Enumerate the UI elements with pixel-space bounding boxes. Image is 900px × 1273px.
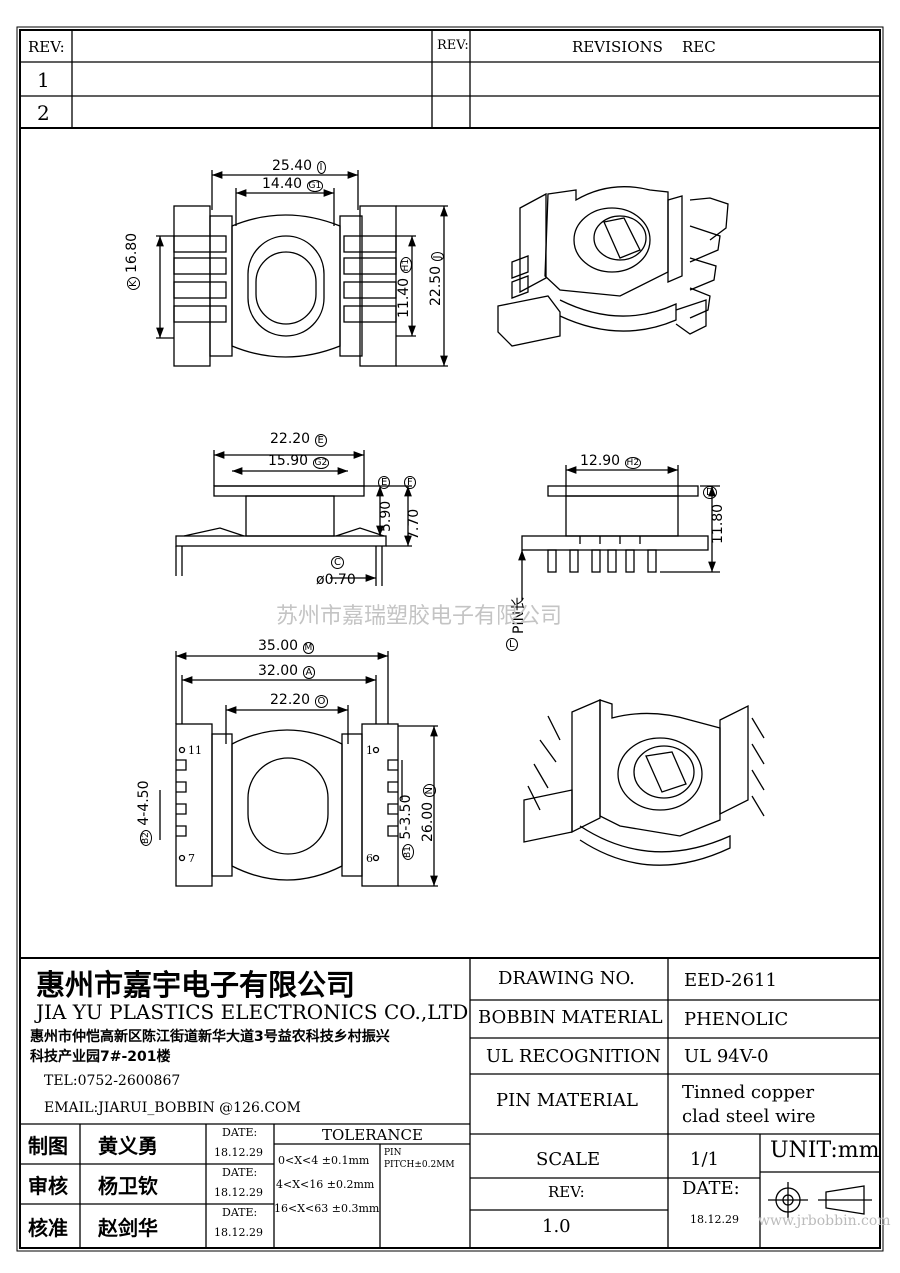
ul-recognition-value: UL 94V-0 bbox=[684, 1046, 769, 1067]
date-label-block: DATE: bbox=[682, 1178, 740, 1199]
drawing-no-value: EED-2611 bbox=[684, 970, 777, 991]
marker-d: D bbox=[703, 486, 717, 499]
marker: J bbox=[431, 252, 444, 262]
dim-end-width: 12.90 H2 bbox=[580, 453, 642, 469]
marker-f: F bbox=[404, 476, 416, 489]
dim-side-core: 15.90 G2 bbox=[268, 453, 330, 469]
name-approved: 赵剑华 bbox=[98, 1216, 158, 1240]
marker-c: C bbox=[331, 556, 344, 569]
marker: B1 bbox=[402, 844, 414, 860]
pin-material-line2: clad steel wire bbox=[682, 1106, 816, 1127]
dim-bottom-pin-span: 32.00 A bbox=[258, 663, 316, 679]
rev-label-block: REV: bbox=[548, 1183, 585, 1201]
rev-label-2: REV: bbox=[437, 38, 469, 53]
pin-material-label: PIN MATERIAL bbox=[496, 1090, 638, 1111]
tolerance-row-2: 4<X<16 ±0.2mm bbox=[276, 1178, 375, 1191]
role-drawn: 制图 bbox=[28, 1134, 68, 1158]
marker: B2 bbox=[140, 830, 152, 846]
dim-bottom-right-slots: B1 5-3.50 bbox=[398, 794, 414, 860]
marker: I bbox=[316, 161, 326, 174]
marker: H2 bbox=[624, 457, 642, 469]
bottom-view bbox=[159, 651, 438, 887]
pin-number-7: 7 bbox=[188, 852, 195, 865]
pin-number-11: 11 bbox=[188, 744, 202, 757]
pin-material-line1: Tinned copper bbox=[682, 1082, 815, 1103]
dim-side-width: 22.20 E bbox=[270, 431, 327, 447]
dim-bottom-left-slots: B2 4-4.50 bbox=[136, 780, 152, 846]
pin-pitch-line1: PIN bbox=[384, 1148, 402, 1158]
dim-end-height: 11.80 bbox=[710, 503, 726, 544]
company-address-line2: 科技产业园7#-201楼 bbox=[30, 1049, 171, 1065]
pin-number-1: 1 bbox=[366, 744, 373, 757]
name-drawn: 黄义勇 bbox=[98, 1134, 158, 1158]
end-view bbox=[518, 465, 720, 600]
company-address-line1: 惠州市仲恺高新区陈江街道新华大道3号益农科技乡村振兴 bbox=[30, 1029, 390, 1045]
role-approved: 核准 bbox=[28, 1216, 68, 1240]
revisions-header: REVISIONS bbox=[572, 38, 663, 56]
date-value-block: 18.12.29 bbox=[690, 1213, 739, 1226]
company-name-cn: 惠州市嘉宇电子有限公司 bbox=[36, 968, 356, 1002]
isometric-view-bottom bbox=[523, 699, 765, 866]
scale-label: SCALE bbox=[536, 1149, 601, 1170]
rev-label: REV: bbox=[28, 38, 65, 56]
date-label-approved: DATE: bbox=[222, 1206, 258, 1219]
company-tel: TEL:0752-2600867 bbox=[44, 1073, 181, 1089]
tolerance-header: TOLERANCE bbox=[322, 1126, 423, 1144]
drawing-no-label: DRAWING NO. bbox=[498, 968, 635, 989]
pin-number-6: 6 bbox=[366, 852, 373, 865]
marker: G2 bbox=[312, 457, 330, 469]
unit-label: UNIT:mm bbox=[770, 1138, 880, 1163]
marker: M bbox=[302, 642, 315, 654]
dim-bottom-body: 22.20 O bbox=[270, 692, 329, 708]
marker: K bbox=[127, 277, 140, 290]
dim-top-width: 25.40 I bbox=[272, 158, 326, 174]
rec-header: REC bbox=[682, 38, 716, 56]
date-approved: 18.12.29 bbox=[214, 1226, 263, 1239]
tolerance-row-1: 0<X<4 ±0.1mm bbox=[278, 1154, 370, 1167]
ul-recognition-label: UL RECOGNITION bbox=[486, 1046, 661, 1067]
pin-pitch-line2: PITCH±0.2MM bbox=[384, 1160, 455, 1170]
side-view bbox=[175, 450, 412, 586]
bobbin-material-label: BOBBIN MATERIAL bbox=[478, 1007, 663, 1028]
dim-side-total-h: 7.70 bbox=[406, 508, 422, 540]
date-drawn: 18.12.29 bbox=[214, 1146, 263, 1159]
name-checked: 杨卫钦 bbox=[98, 1174, 158, 1198]
marker-l: L bbox=[506, 638, 518, 651]
marker: E bbox=[314, 434, 327, 447]
marker: O bbox=[314, 695, 329, 708]
marker: G1 bbox=[306, 180, 324, 192]
dim-top-height: 22.50 J bbox=[428, 252, 444, 306]
marker: A bbox=[302, 666, 316, 679]
role-checked: 审核 bbox=[28, 1174, 68, 1198]
dim-pin-diameter: ø0.70 bbox=[316, 572, 356, 588]
footer-watermark: www.jrbobbin.com bbox=[758, 1213, 891, 1229]
company-email: EMAIL:JIARUI_BOBBIN @126.COM bbox=[44, 1100, 301, 1116]
date-checked: 18.12.29 bbox=[214, 1186, 263, 1199]
rev-row-1: 1 bbox=[37, 68, 50, 92]
marker: N bbox=[423, 783, 436, 798]
top-view bbox=[156, 170, 448, 367]
dim-top-inner: 14.40 G1 bbox=[262, 176, 324, 192]
rev-row-2: 2 bbox=[37, 101, 50, 125]
dim-top-window: 11.40 H1 bbox=[396, 256, 412, 318]
marker: H1 bbox=[400, 256, 412, 274]
company-name-en: JIA YU PLASTICS ELECTRONICS CO.,LTD bbox=[36, 1000, 469, 1024]
watermark-text: 苏州市嘉瑞塑胶电子有限公司 bbox=[276, 604, 563, 629]
date-label-checked: DATE: bbox=[222, 1166, 258, 1179]
dim-top-pinspan: K 16.80 bbox=[124, 233, 140, 290]
isometric-view-top bbox=[497, 186, 729, 347]
dim-bottom-overall: 35.00 M bbox=[258, 638, 315, 654]
dim-bottom-height: 26.00 N bbox=[420, 783, 436, 842]
dim-side-window-h: 5.90 bbox=[378, 500, 394, 532]
date-label-drawn: DATE: bbox=[222, 1126, 258, 1139]
tolerance-row-3: 16<X<63 ±0.3mm bbox=[274, 1202, 380, 1215]
bobbin-material-value: PHENOLIC bbox=[684, 1009, 789, 1030]
scale-value: 1/1 bbox=[690, 1149, 719, 1170]
marker-e: E bbox=[378, 476, 391, 489]
rev-value: 1.0 bbox=[542, 1216, 571, 1237]
